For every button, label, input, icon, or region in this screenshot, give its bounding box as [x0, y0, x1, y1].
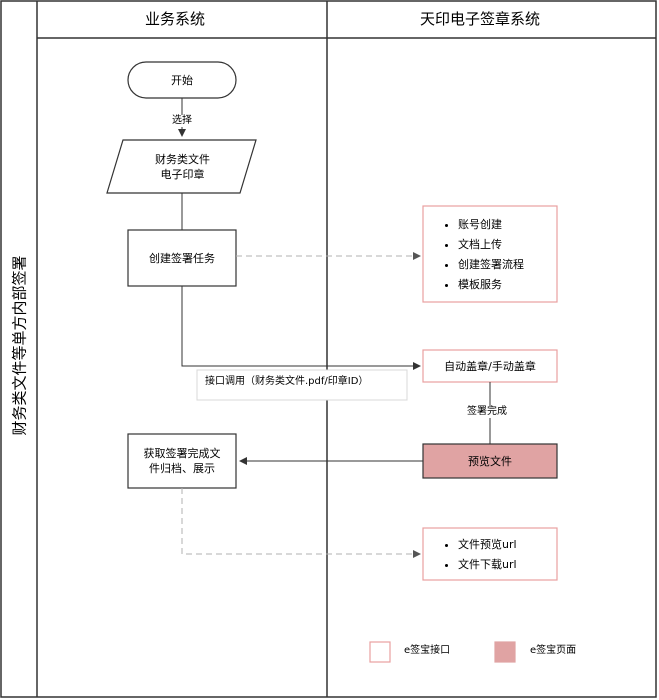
preview-box: [422, 443, 558, 479]
create-task-label: 创建签署任务: [149, 251, 215, 265]
preview-label: 预览文件: [468, 454, 512, 468]
api-call-label-box: [196, 369, 408, 401]
select-label: 选择: [170, 115, 194, 127]
left-lane-title: 业务系统: [145, 10, 206, 28]
archive-text: 获取签署完成文 件归档、展示: [128, 434, 236, 488]
right-lane-title: 天印电子签章系统: [420, 10, 541, 28]
sign-done-label: 签署完成: [465, 406, 509, 418]
create-task-box: [127, 229, 237, 287]
urls-item: 文件预览url: [458, 535, 517, 555]
legend-interface-label: e签宝接口: [404, 645, 451, 656]
start-label: 开始: [171, 73, 193, 87]
urls-item: 文件下载url: [458, 555, 517, 575]
services-box: [422, 205, 558, 303]
legend-page-label: e签宝页面: [530, 645, 577, 656]
services-item: 文档上传: [458, 235, 524, 255]
vertical-lane-title-text: 财务类文件等单方内部签署: [10, 254, 29, 436]
urls-list: 文件预览url 文件下载url: [430, 535, 517, 575]
vertical-lane-title: 财务类文件等单方内部签署: [4, 130, 34, 560]
arrow-task-to-sign: [181, 286, 421, 370]
archive-box: [127, 433, 237, 489]
services-item: 创建签署流程: [458, 255, 524, 275]
input-text-line1: 财务类文件: [155, 153, 210, 166]
archive-text-line2: 件归档、展示: [149, 462, 215, 475]
dashed-arrow-archive-to-urls: [181, 488, 421, 558]
sign-label: 自动盖章/手动盖章: [444, 359, 536, 373]
legend-interface-swatch: [369, 641, 391, 663]
urls-box: [422, 527, 558, 581]
input-text-line2: 电子印章: [160, 168, 205, 181]
archive-text-line1: 获取签署完成文: [143, 447, 221, 460]
services-item: 模板服务: [458, 275, 524, 295]
services-list: 账号创建 文档上传 创建签署流程 模板服务: [430, 215, 524, 295]
legend-page-swatch: [494, 641, 516, 663]
input-text: 财务类文件 电子印章: [115, 146, 250, 188]
api-call-label: 接口调用（财务类文件.pdf/印章ID）: [205, 376, 369, 387]
services-item: 账号创建: [458, 215, 524, 235]
input-parallelogram: [106, 139, 257, 194]
